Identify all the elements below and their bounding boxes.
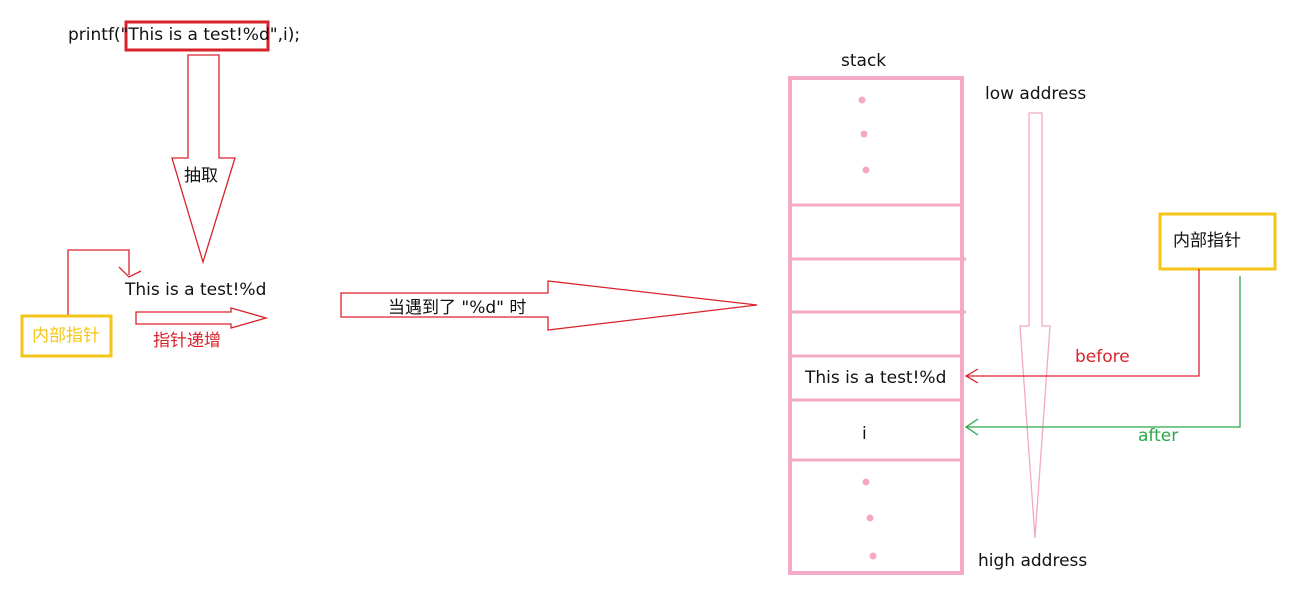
stack-i-cell: i <box>862 424 867 444</box>
stack-frame <box>788 76 964 575</box>
printf-code-line: printf("This is a test!%d",i); <box>68 27 300 44</box>
after-arrowhead <box>964 418 979 436</box>
after-arrow-line <box>966 276 1241 428</box>
printf-suffix: ",i); <box>269 25 301 45</box>
ellipsis-dot <box>858 96 866 104</box>
middle-arrow-label: 当遇到了 "%d" 时 <box>388 298 527 318</box>
ellipsis-dot <box>860 130 868 138</box>
increment-label: 指针递增 <box>153 331 221 351</box>
printf-prefix: printf(" <box>68 25 129 45</box>
right-pointer-box <box>1158 212 1277 271</box>
ellipsis-dot <box>862 166 870 174</box>
right-pointer-label: 内部指针 <box>1173 231 1241 251</box>
address-direction-arrow <box>1019 112 1051 539</box>
stack-title: stack <box>841 51 887 71</box>
after-label: after <box>1138 426 1179 446</box>
increment-arrow <box>135 307 269 329</box>
ellipsis-dot <box>862 478 870 486</box>
printf-format-string: This is a test!%d <box>128 25 270 45</box>
ellipsis-dot <box>866 514 874 522</box>
high-address-label: high address <box>978 551 1088 571</box>
left-string-label: This is a test!%d <box>125 280 267 300</box>
before-label: before <box>1075 347 1130 367</box>
left-pointer-label: 内部指针 <box>32 326 100 346</box>
before-arrow-line <box>966 269 1200 377</box>
left-pointer-box <box>20 314 113 358</box>
format-highlight-box <box>124 20 270 52</box>
pointer-bent-arrowhead <box>118 266 142 278</box>
middle-right-arrow <box>340 280 758 331</box>
pointer-bent-arrow <box>67 249 130 316</box>
extract-down-arrow <box>171 54 236 265</box>
extract-label: 抽取 <box>184 166 218 186</box>
stack-string-cell: This is a test!%d <box>805 368 947 388</box>
low-address-label: low address <box>985 84 1087 104</box>
ellipsis-dot <box>869 552 877 560</box>
before-arrowhead <box>964 368 979 384</box>
